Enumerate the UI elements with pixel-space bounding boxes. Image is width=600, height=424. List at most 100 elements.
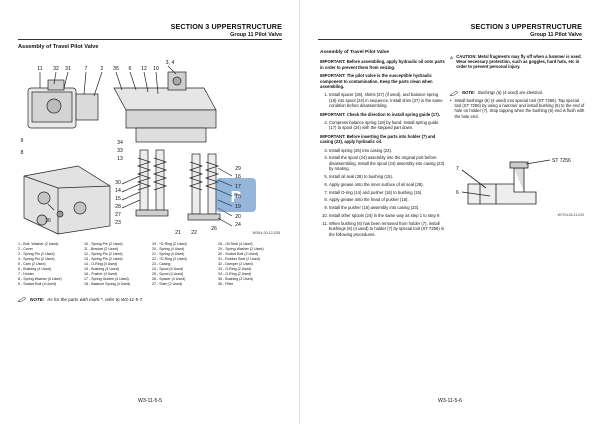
legend-item: 31 - Rubber Seal (2 Used) [218, 257, 260, 261]
legend-column-4: 28 - Oil Seal (4 Used) 29 - Spring Washe… [218, 242, 264, 287]
bushing-tool-diagram: 7 6 ST 7256 W7CN-03-11-010 [456, 158, 584, 217]
callout-23: 23 [115, 220, 121, 226]
callout-26: 26 [211, 226, 217, 232]
note-label: NOTE: [30, 296, 45, 302]
legend-item: 1 - Bolt, Washer (2 Used) [18, 242, 59, 246]
step-item: When bushing (6) has been removed from h… [329, 221, 445, 237]
legend-item: 33 - O-Ring (2 Used) [218, 267, 252, 271]
step-list: Compress balance spring (18) by hand. In… [320, 120, 445, 131]
legend-item: 20 - Spring (4 Used) [152, 247, 185, 251]
important-label: IMPORTANT: [320, 73, 346, 79]
callout-9: 9 [21, 138, 24, 144]
callout-30: 30 [115, 180, 121, 186]
right-page: SECTION 3 UPPERSTRUCTURE Group 11 Pilot … [300, 0, 600, 424]
page-number: W3-11-5-5 [137, 398, 163, 404]
step-item: Install O-ring (14) and pusher (16) to b… [329, 190, 445, 195]
callout-2: 2 [101, 66, 104, 72]
legend-item: 3 - Spring Pin (2 Used) [18, 252, 55, 256]
important-note: IMPORTANT: Check the direction to instal… [320, 112, 445, 117]
callout-12: 12 [141, 66, 147, 72]
important-text: Before assembling, apply hydraulic oil o… [320, 59, 445, 70]
legend-column-2: 10 - Spring Pin (2 Used) 11 - Bracket (2… [84, 242, 130, 287]
legend-item: 23 - Casing [152, 262, 171, 266]
legend-item: 22 - *O-Ring (2 Used) [152, 257, 187, 261]
fig2-label-7: 7 [456, 166, 459, 172]
procedure-title: Assembly of Travel Pilot Valve [320, 50, 390, 55]
callout-18: 18 [235, 194, 241, 200]
legend-item: 21 - Spring (4 Used) [152, 252, 185, 256]
header-rule [318, 39, 582, 40]
callout-8: 8 [21, 150, 24, 156]
group-title: Group 11 Pilot Valve [230, 32, 282, 38]
callout-32: 32 [53, 66, 59, 72]
caution-label: CAUTION: [456, 54, 477, 59]
callout-16: 16 [235, 174, 241, 180]
left-page: SECTION 3 UPPERSTRUCTURE Group 11 Pilot … [18, 22, 282, 404]
callout-27: 27 [115, 212, 121, 218]
callout-36: 36 [45, 218, 51, 224]
callout-29: 29 [235, 166, 241, 172]
step-list: Install spacer (26), shims (27) (if used… [320, 92, 445, 108]
left-header: SECTION 3 UPPERSTRUCTURE Group 11 Pilot … [171, 22, 282, 38]
legend-item: 6 - Bushing (4 Used) [18, 267, 51, 271]
important-note: IMPORTANT: Before assembling, apply hydr… [320, 59, 445, 70]
step-item: Apply grease onto the head of pusher (16… [329, 197, 445, 202]
callout-35: 35 [113, 66, 119, 72]
bullet-item: • Install bushings (6) (4 used) into spe… [450, 98, 585, 119]
legend-item: 14 - O-Ring (4 Used) [84, 262, 118, 266]
legend-item: 34 - O-Ring (2 Used) [218, 272, 252, 276]
legend-item: 35 - Bushing (2 Used) [218, 277, 253, 281]
section-title: SECTION 3 UPPERSTRUCTURE [170, 22, 282, 31]
step-item: Install the spool (24) assembly into the… [329, 155, 445, 171]
step-item: Install the pusher (16) assembly into ca… [329, 205, 445, 210]
legend-item: 32 - Damper (2 Used) [218, 262, 253, 266]
legend-item: 25 - Spool (4 Used) [152, 272, 184, 276]
pencil-note-icon [450, 90, 459, 96]
callout-19: 19 [235, 204, 241, 210]
callout-10: 10 [153, 66, 159, 72]
section-title: SECTION 3 UPPERSTRUCTURE [470, 22, 582, 31]
callout-13: 13 [117, 156, 123, 162]
important-label: IMPORTANT: [320, 133, 346, 139]
page-number: W3-11-5-6 [437, 398, 463, 404]
step-item: Install spring (25) into casing (23). [329, 148, 445, 153]
legend-item: 2 - Cover [18, 247, 33, 251]
callout-6: 6 [129, 66, 132, 72]
step-item: Install spacer (26), shims (27) (if used… [329, 92, 445, 108]
page-title: Assembly of Travel Pilot Valve [18, 44, 99, 50]
bushing-install-note: NOTE: Bushings (6) (4 used) are identica… [450, 90, 585, 119]
callout-3-4: 3, 4 [166, 60, 175, 66]
legend-item: 26 - Spacer (4 Used) [152, 277, 186, 281]
legend-item: 10 - Spring Pin (2 Used) [84, 242, 123, 246]
legend-item: 36 - Filter [218, 282, 234, 286]
important-label: IMPORTANT: [320, 111, 346, 117]
legend-item: 15 - Bushing (4 Used) [84, 267, 119, 271]
caution-header: CAUTION: Metal fragments may fly off whe… [450, 54, 585, 70]
legend-item: 24 - Spool (4 Used) [152, 267, 184, 271]
legend-item: 28 - Oil Seal (4 Used) [218, 242, 253, 246]
step-item: Install oil seal (28) to bushing (15). [329, 174, 445, 179]
callout-34: 34 [117, 140, 123, 146]
caution-text: Metal fragments may fly off when a hamme… [456, 54, 582, 70]
legend-item: 8 - Spring Washer (4 Used) [18, 277, 62, 281]
legend-item: 4 - Spring Pin (2 Used) [18, 257, 55, 261]
step-item: Compress balance spring (18) by hand. In… [329, 120, 445, 131]
important-text: Check the direction to install spring gu… [346, 111, 440, 117]
fig2-code: W7CN-03-11-010 [558, 213, 584, 217]
note-line: NOTE: Bushings (6) (4 used) are identica… [450, 90, 585, 96]
legend-column-1: 1 - Bolt, Washer (2 Used) 2 - Cover 3 - … [18, 242, 62, 287]
callout-21: 21 [175, 230, 181, 236]
important-label: IMPORTANT: [320, 59, 346, 65]
callout-31: 31 [65, 66, 71, 72]
legend-item: 11 - Bracket (2 Used) [84, 247, 118, 251]
legend-item: 18 - Balance Spring (4 Used) [84, 282, 131, 286]
legend-item: 17 - Spring Guides (4 Used) [84, 277, 129, 281]
callout-20: 20 [235, 214, 241, 220]
legend-column-3: 19 - *O-Ring (2 Used) 20 - Spring (4 Use… [152, 242, 187, 287]
note-text: As for the parts with mark *, refer to W… [47, 296, 144, 302]
legend-item: 13 - Spring Pin (2 Used) [84, 257, 123, 261]
legend-item: 5 - Cam (2 Used) [18, 262, 46, 266]
legend-item: 19 - *O-Ring (2 Used) [152, 242, 187, 246]
callout-7: 7 [85, 66, 88, 72]
step-item: Install other spools (24) in the same wa… [329, 213, 445, 218]
